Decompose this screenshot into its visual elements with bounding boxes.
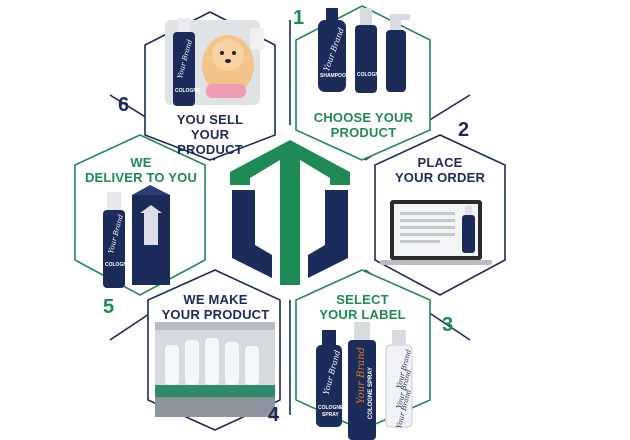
step6-image [165,18,264,106]
bottle-cologne-text: COLOGNE [357,72,383,78]
laptop-icon [380,200,492,265]
step-3-number: 3 [442,314,454,336]
step5-image [103,185,170,288]
step-5-number: 5 [103,296,115,318]
logo-mark-icon [230,140,350,285]
bottle-cologne-spray-text: COLOGNE SPRAY [368,366,375,420]
bottle-cologne-text: COLOGNE [175,88,201,94]
bottle-spray-text: SPRAY [322,412,339,418]
step-4-number: 4 [268,404,280,426]
step1-image [318,8,410,93]
step-2-number: 2 [458,119,470,141]
factory-line-photo [155,322,275,417]
step-6-number: 6 [118,94,130,116]
bottle-shampoo-text: SHAMPOO [320,73,346,79]
step3-image [316,322,413,440]
bottle-cologne-text: COLOGNE [105,262,131,268]
step-1-number: 1 [293,7,305,29]
bottle-product [173,32,195,106]
bottle-cologne-text: COLOGNE [318,405,344,411]
bottle-brand-text: Your Brand [356,346,368,405]
